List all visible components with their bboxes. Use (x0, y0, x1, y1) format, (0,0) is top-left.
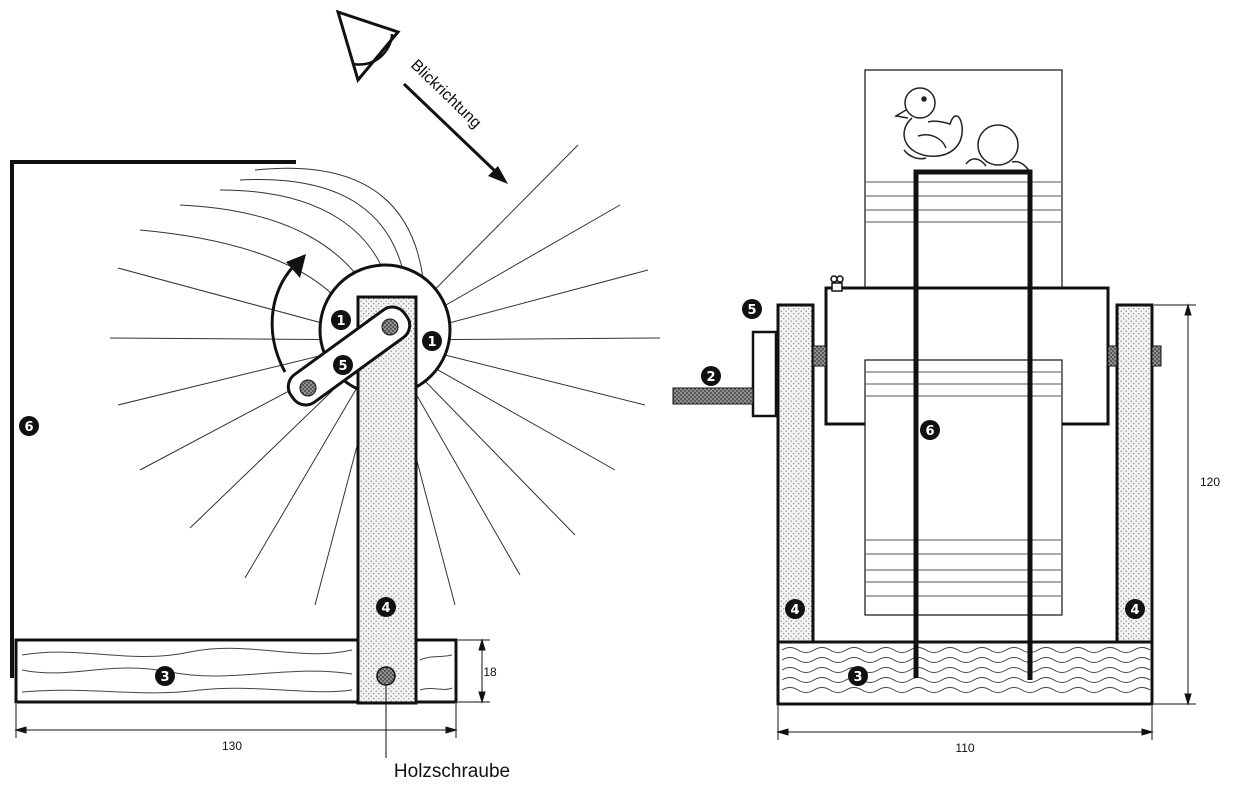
svg-text:3: 3 (853, 670, 862, 685)
view-direction-arrow (402, 82, 508, 184)
marker-4-side: 4 (376, 597, 396, 617)
duck-illustration (893, 87, 1031, 173)
wood-grain-front (781, 647, 1151, 693)
svg-text:5: 5 (747, 303, 756, 318)
marker-4-front-left: 4 (785, 599, 805, 619)
svg-text:1: 1 (427, 335, 436, 350)
front-view: 5 2 6 4 4 3 110 120 (672, 69, 1220, 755)
rotation-arrow (270, 260, 299, 373)
dimension-18-label: 18 (483, 665, 497, 679)
dimension-110-label: 110 (955, 741, 974, 755)
crank-pin-bottom (299, 379, 317, 397)
crank-lever (286, 305, 412, 407)
paper-sheet-side (10, 160, 296, 678)
marker-6-side: 6 (19, 416, 39, 436)
svg-text:1: 1 (336, 314, 345, 329)
drum-knob (830, 275, 844, 292)
rotation-arrow-head (286, 254, 306, 278)
svg-text:4: 4 (381, 601, 390, 616)
axle-left (812, 345, 827, 367)
svg-text:4: 4 (790, 603, 799, 618)
dimension-18 (458, 638, 490, 704)
marker-1-left: 1 (331, 310, 351, 330)
wood-screw (376, 666, 396, 686)
eye-icon (335, 9, 401, 84)
view-direction-label: Blickrichtung (407, 57, 484, 132)
side-view: 1 1 5 6 4 3 130 18 Holzschraube (10, 144, 661, 782)
marker-6-front: 6 (920, 420, 940, 440)
marker-2-front: 2 (701, 366, 721, 386)
base-board-front (776, 640, 1154, 706)
post-front-right (1115, 303, 1154, 644)
marker-4-front-right: 4 (1125, 599, 1145, 619)
wood-screw-label: Holzschraube (394, 761, 510, 782)
marker-3-side: 3 (155, 666, 175, 686)
dimension-110 (776, 706, 1154, 740)
dimension-120-label: 120 (1200, 475, 1220, 489)
dimension-130-label: 130 (222, 739, 242, 753)
svg-text:6: 6 (925, 424, 934, 439)
handle-rod (672, 387, 754, 405)
svg-text:5: 5 (338, 359, 347, 374)
marker-3-front: 3 (848, 666, 868, 686)
paper-strip-front (913, 169, 1033, 680)
svg-text:6: 6 (24, 420, 33, 435)
dimension-120 (1154, 303, 1196, 706)
axle-right (1107, 345, 1118, 367)
marker-1-right: 1 (422, 331, 442, 351)
marker-5-side: 5 (333, 355, 353, 375)
svg-text:4: 4 (1130, 603, 1139, 618)
crank-pin-top (381, 318, 399, 336)
svg-text:3: 3 (160, 670, 169, 685)
dimension-130 (14, 704, 458, 738)
post-front-left (776, 303, 815, 644)
marker-5-front: 5 (742, 299, 762, 319)
axle-right-outer (1151, 345, 1162, 367)
crank-front (751, 330, 778, 418)
svg-text:2: 2 (706, 370, 715, 385)
